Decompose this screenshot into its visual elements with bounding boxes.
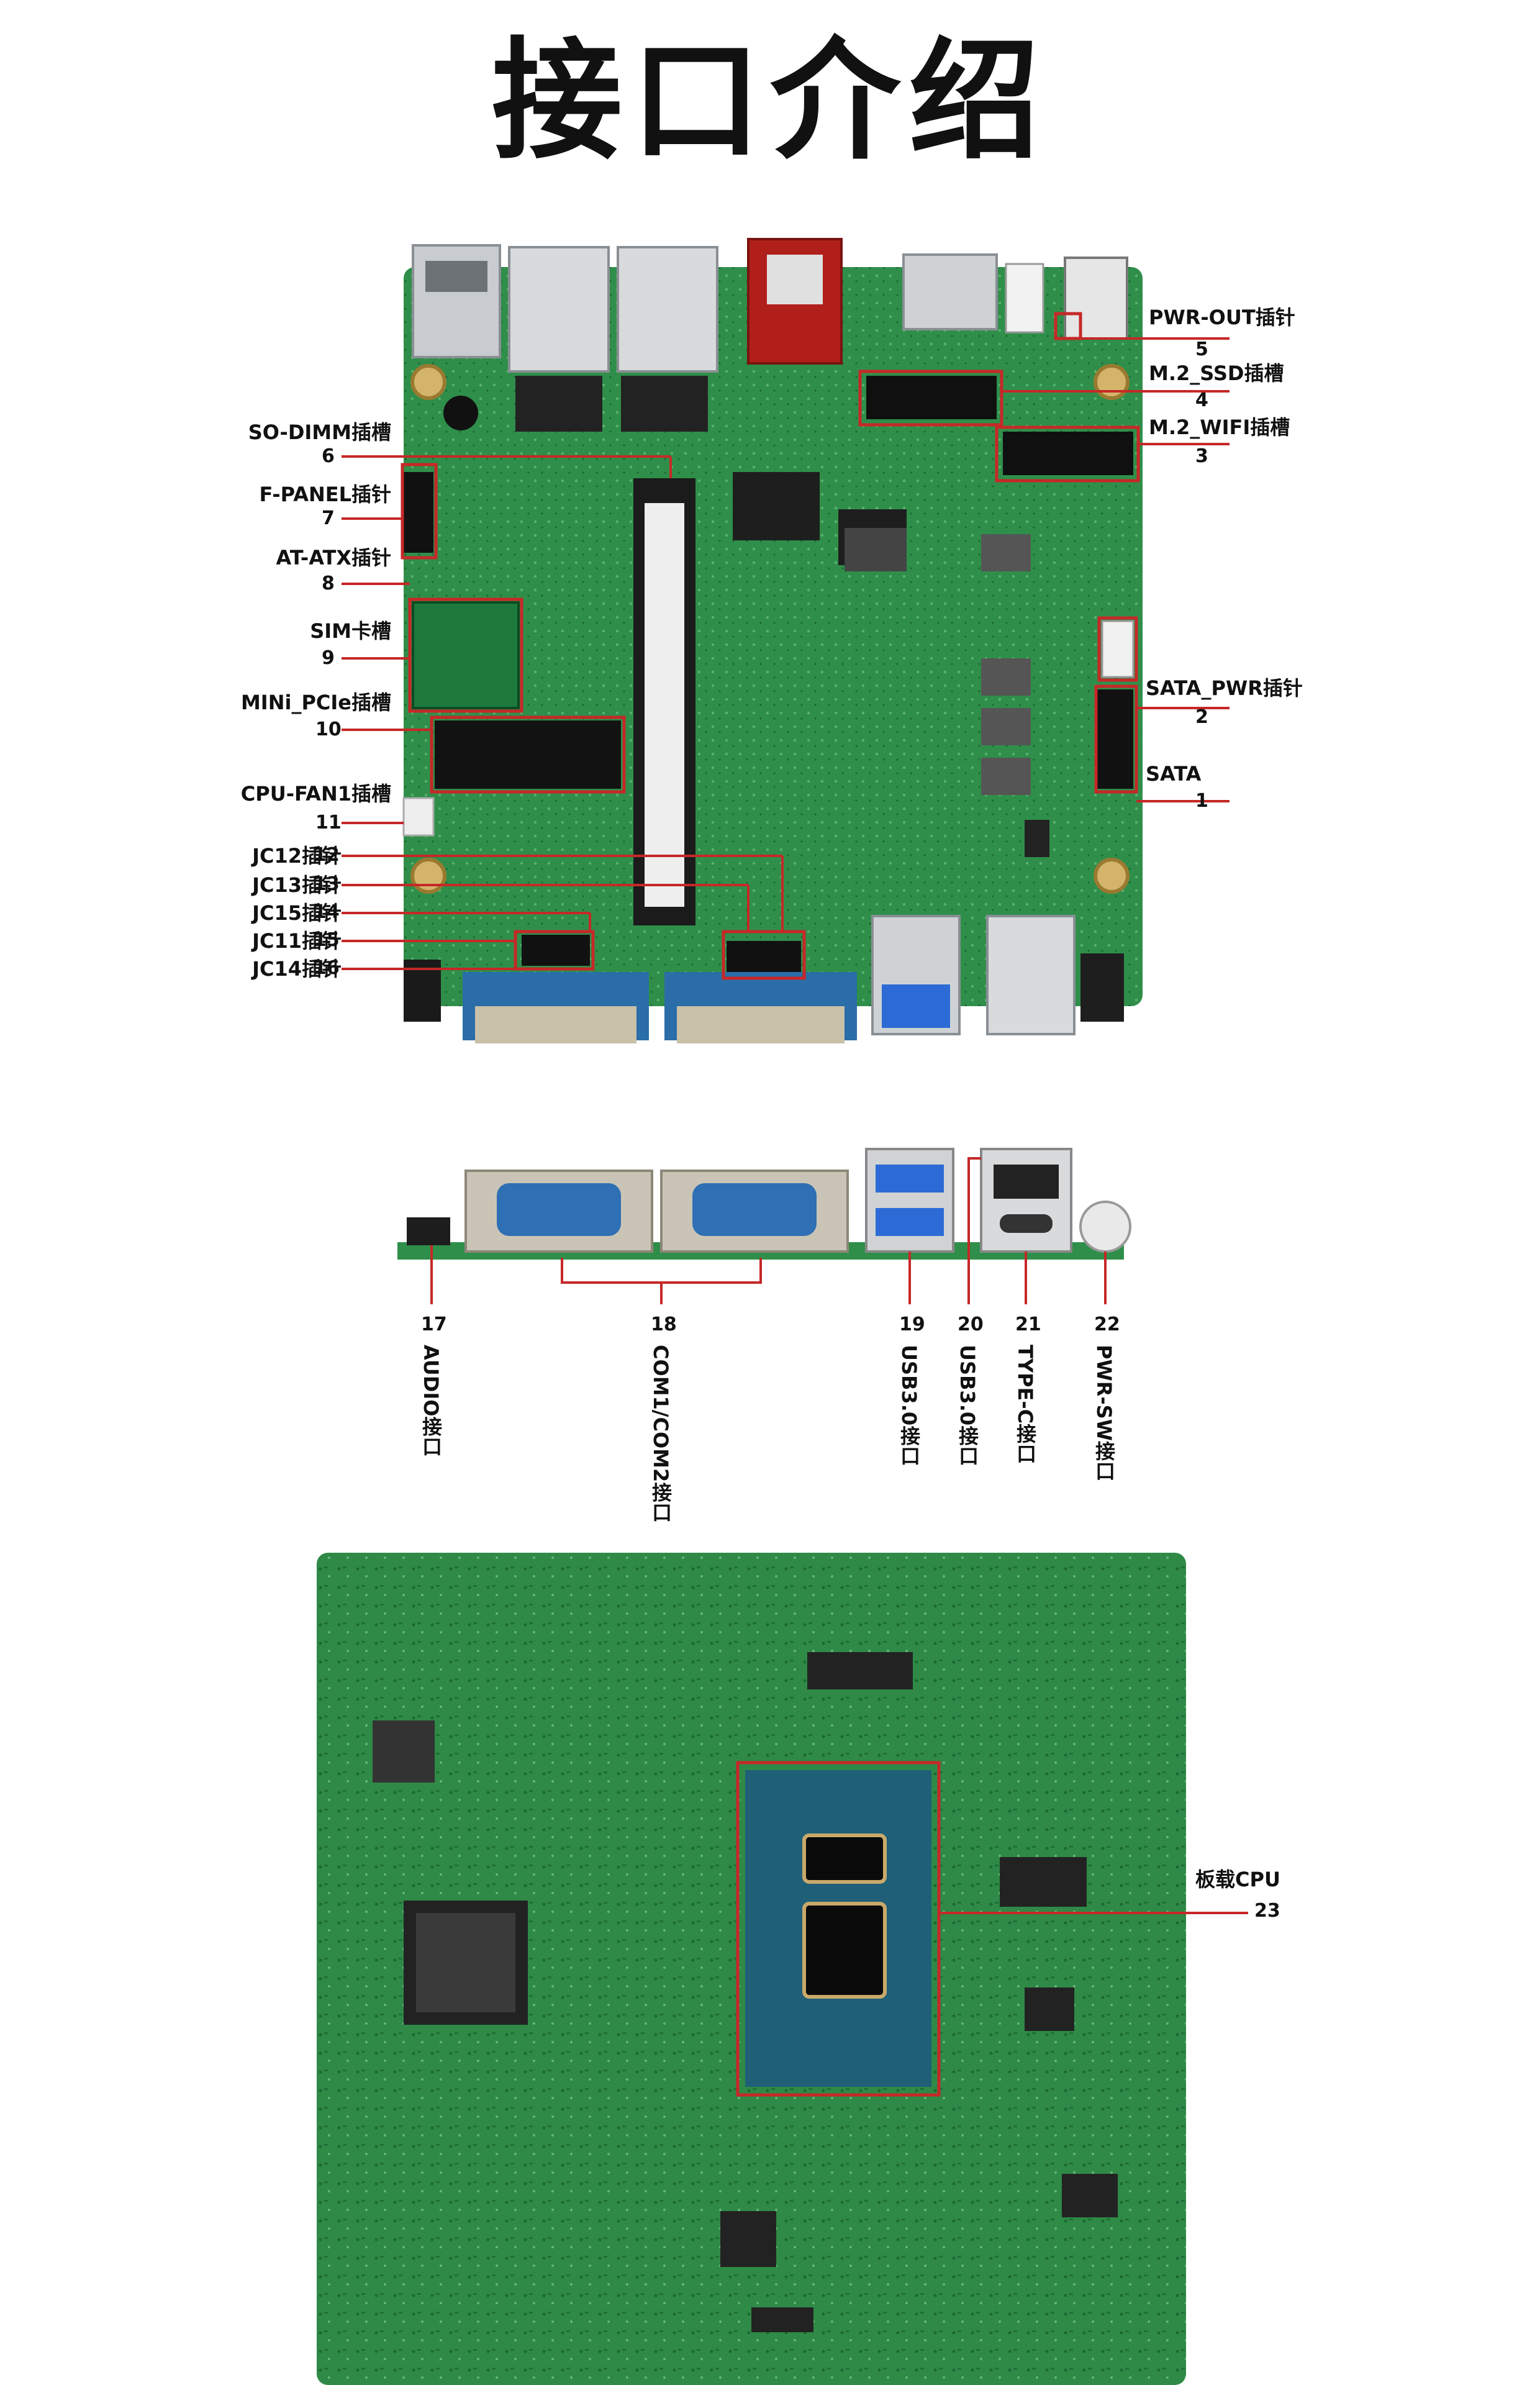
num-4: 4	[1195, 389, 1208, 411]
num-7: 7	[322, 507, 335, 529]
label-pwr-sw: PWR-SW接口	[1092, 1345, 1116, 1481]
label-sata-pwr: SATA_PWR插针	[1146, 676, 1303, 700]
bottom-pcb	[317, 1553, 1186, 2385]
num-5: 5	[1195, 338, 1208, 360]
num-2: 2	[1195, 706, 1208, 728]
label-pwr-out: PWR-OUT插针	[1149, 306, 1295, 329]
label-jc14: JC14插针	[252, 957, 342, 981]
label-jc12: JC12插针	[252, 844, 342, 868]
num-15: 15	[314, 929, 340, 951]
top-left-leaders	[342, 455, 784, 970]
num-18: 18	[651, 1314, 677, 1335]
io-panel	[397, 1148, 1131, 1260]
label-audio: AUDIO接口	[419, 1345, 443, 1456]
label-com: COM1/COM2接口	[649, 1345, 673, 1522]
label-jc13: JC13插针	[252, 873, 342, 897]
num-9: 9	[322, 647, 335, 669]
top-right-leaders	[1002, 337, 1230, 802]
num-17: 17	[421, 1314, 447, 1335]
top-callouts	[401, 312, 1140, 980]
num-12: 12	[314, 844, 340, 866]
num-14: 14	[314, 901, 340, 923]
label-cpu-fan1: CPU-FAN1插槽	[240, 782, 391, 806]
num-21: 21	[1015, 1314, 1041, 1335]
label-at-atx: AT-ATX插针	[276, 546, 391, 570]
cpu-callout	[736, 1761, 1248, 2097]
top-pcb	[402, 238, 1143, 1043]
num-22: 22	[1094, 1314, 1120, 1335]
io-leaders	[430, 1157, 1107, 1304]
label-type-c: TYPE-C接口	[1013, 1345, 1037, 1464]
num-23: 23	[1254, 1900, 1280, 1922]
label-jc11: JC11插针	[252, 929, 342, 953]
num-20: 20	[958, 1314, 984, 1335]
label-so-dimm: SO-DIMM插槽	[248, 420, 391, 444]
label-jc15: JC15插针	[252, 901, 342, 925]
num-13: 13	[314, 873, 340, 895]
label-usb30-b: USB3.0接口	[956, 1345, 979, 1466]
page-title: 接口介绍	[491, 25, 1048, 177]
num-1: 1	[1195, 790, 1208, 812]
num-6: 6	[322, 445, 335, 467]
label-sata: SATA	[1146, 762, 1202, 786]
label-onboard-cpu: 板载CPU	[1195, 1868, 1280, 1891]
num-10: 10	[315, 719, 342, 740]
label-m2-ssd: M.2_SSD插槽	[1149, 361, 1284, 385]
num-16: 16	[314, 957, 340, 979]
label-mini-pcie: MINi_PCIe插槽	[240, 691, 391, 714]
label-usb30-a: USB3.0接口	[897, 1345, 921, 1466]
label-sim: SIM卡槽	[310, 619, 391, 643]
num-11: 11	[315, 812, 342, 834]
num-8: 8	[322, 573, 335, 594]
label-m2-wifi: M.2_WIFI插槽	[1149, 416, 1290, 439]
label-f-panel: F-PANEL插针	[259, 483, 391, 506]
num-3: 3	[1195, 445, 1208, 467]
num-19: 19	[899, 1314, 925, 1335]
